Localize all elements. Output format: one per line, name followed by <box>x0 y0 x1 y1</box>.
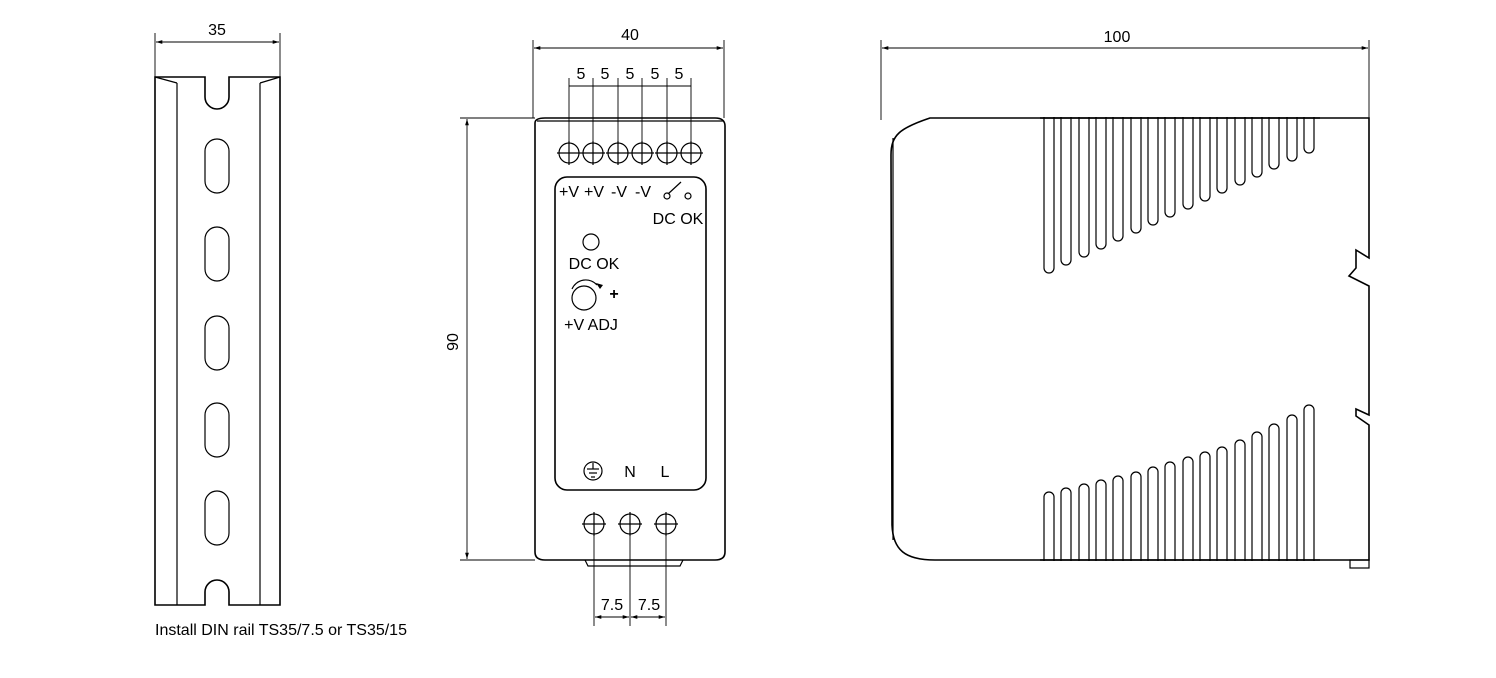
terminal-screw <box>630 141 654 165</box>
output-label: +V <box>559 184 579 201</box>
top-edge-mask <box>1040 100 1320 117</box>
input-pitch-dims <box>593 524 667 626</box>
output-label: -V <box>635 184 651 201</box>
din-rail-outline <box>154 76 281 606</box>
rail-width-dim: 35 <box>208 22 226 39</box>
pitch-label: 5 <box>577 66 586 83</box>
input-label: N <box>624 464 636 481</box>
dc-ok-led <box>582 233 600 251</box>
side-view: 100 <box>880 29 1370 575</box>
side-housing <box>890 117 1370 561</box>
terminal-screw <box>581 141 605 165</box>
output-terminals <box>557 141 703 165</box>
side-depth-dim: 100 <box>1104 29 1131 46</box>
adj-plus-label: + <box>609 286 618 303</box>
terminal-screw <box>655 141 679 165</box>
ground-icon <box>583 461 603 481</box>
label-panel <box>554 176 707 491</box>
terminal-pitch-dims <box>568 78 692 153</box>
pitch-label: 5 <box>626 66 635 83</box>
front-housing <box>534 117 726 561</box>
rail-bevel-right <box>259 76 281 84</box>
front-height-dim: 90 <box>445 333 462 351</box>
pitch-label: 5 <box>651 66 660 83</box>
rail-slot <box>204 402 230 458</box>
relay-switch-icon <box>663 181 692 200</box>
front-view: 40 5 5 5 5 5 90 <box>445 27 726 626</box>
bottom-edge-mask <box>1040 561 1320 575</box>
rail-slot <box>204 490 230 546</box>
input-pitch-label: 7.5 <box>638 597 660 614</box>
rail-caption: Install DIN rail TS35/7.5 or TS35/15 <box>155 622 407 639</box>
housing-bottom-lip <box>584 559 684 567</box>
terminal-screw <box>679 141 703 165</box>
rail-slot <box>204 226 230 282</box>
led-label: DC OK <box>569 256 620 273</box>
voltage-adjust-knob-icon <box>571 279 603 311</box>
output-label: +V <box>584 184 604 201</box>
relay-label: DC OK <box>653 211 704 228</box>
pitch-label: 5 <box>675 66 684 83</box>
terminal-screw <box>606 141 630 165</box>
input-pitch-label: 7.5 <box>601 597 623 614</box>
input-label: L <box>661 464 670 481</box>
top-vent-slots <box>1043 109 1315 274</box>
rail-bevel-left <box>154 76 178 84</box>
pitch-label: 5 <box>601 66 610 83</box>
terminal-screw <box>557 141 581 165</box>
front-width-dim: 40 <box>621 27 639 44</box>
rail-slot <box>204 315 230 371</box>
rail-slot <box>204 138 230 194</box>
rail-clip-tab <box>1349 559 1370 569</box>
bottom-vent-slots <box>1043 404 1315 568</box>
din-rail-view: 35 Install DIN rail TS35/7.5 or TS35/15 <box>154 22 407 639</box>
output-label: -V <box>611 184 627 201</box>
adj-label: +V ADJ <box>564 317 618 334</box>
